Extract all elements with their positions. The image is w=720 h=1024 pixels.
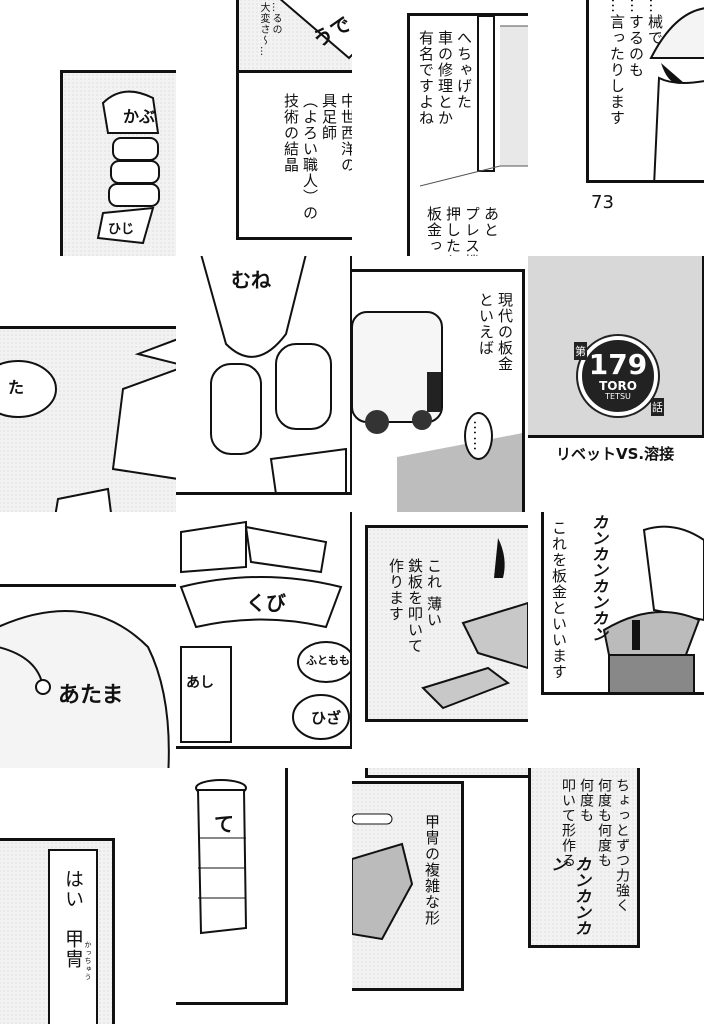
label-kubi: くび xyxy=(246,591,286,615)
tile-hand-armor: て xyxy=(176,768,352,1024)
series-logo-sub: TETSU xyxy=(605,392,631,401)
label-atama: あたま xyxy=(58,683,124,708)
tile-shaping: ちょっとずつ力強く 何度も何度も 何度も 叩いて形作る カンカンカン xyxy=(528,768,704,1024)
label-futomomo: ふともも xyxy=(306,654,350,667)
craftsman-hammering-drawing xyxy=(602,525,704,692)
panel: はい 甲冑 かっちゅう xyxy=(0,838,115,1024)
label-ta: た xyxy=(8,378,25,397)
sound-effect: カンカンカンカン xyxy=(589,514,608,642)
chapter-number: 179 xyxy=(588,348,648,381)
sound-effect: カンカンカン xyxy=(548,856,591,936)
panel: 現代の板金 といえば …… xyxy=(352,269,525,512)
label-kabu: かぶ xyxy=(123,107,156,126)
tile-chest-armor: むね xyxy=(176,256,352,512)
panel: くび ふともも ひざ あし xyxy=(176,512,352,749)
tile-armor-labels: くび ふともも ひざ あし xyxy=(176,512,352,768)
caption-bottom: あと プレス機 押したり 板金って xyxy=(425,206,500,256)
tile-armor-pieces: た xyxy=(0,256,176,512)
label-te: て xyxy=(214,812,234,836)
armor-parts-drawing xyxy=(179,520,350,743)
panel: …るの 大変さ～… うで 中世西洋の 具足師 （よろい職人）の 技術の結晶 xyxy=(236,0,352,240)
chapter-badge: 第 179 TORO TETSU 話 xyxy=(574,336,664,416)
wall-pole-drawing xyxy=(419,16,528,187)
panel: これ 薄い 鉄板を叩いて 作ります xyxy=(365,525,528,722)
caption: 現代の板金 といえば xyxy=(477,292,514,372)
armor-pieces-drawing xyxy=(0,338,176,512)
iron-sheets-drawing xyxy=(421,538,528,710)
label-ashi: あし xyxy=(186,675,214,691)
chapter-suffix: 話 xyxy=(651,398,664,416)
panel: かぶ ひじ xyxy=(60,70,176,256)
chest-armor-drawing xyxy=(200,256,347,492)
tile-car-repair: へちゃげた 車の修理とか 有名ですよね あと プレス機 押したり 板金って xyxy=(352,0,528,256)
chapter-title: リベットVS.溶接 xyxy=(556,445,675,463)
helmet-drawing xyxy=(0,610,170,768)
label-hiza: ひざ xyxy=(311,709,342,727)
caption: これを板金といいます xyxy=(550,520,568,680)
tile-page-73: …械で …するのも …言ったりします 73 xyxy=(528,0,704,256)
caption-box: 中世西洋の 具足師 （よろい職人）の 技術の結晶 xyxy=(239,70,352,237)
label-mune: むね xyxy=(231,268,271,292)
caption: …械で …するのも …言ったりします xyxy=(608,0,664,126)
panel: ちょっとずつ力強く 何度も何度も 何度も 叩いて形作る カンカンカン xyxy=(528,768,640,948)
sound-effect: カカ xyxy=(448,768,478,772)
van-drawing xyxy=(352,311,522,512)
caption-box: はい 甲冑 かっちゅう xyxy=(48,849,98,1024)
tile-complex-shape: カカ 甲冑の複雑な形 xyxy=(352,768,528,1024)
tile-kacchu: はい 甲冑 かっちゅう xyxy=(0,768,176,1024)
character-hat-drawing xyxy=(649,7,704,180)
gauntlet-drawing xyxy=(195,779,248,935)
caption-top: へちゃげた 車の修理とか 有名ですよね xyxy=(417,30,473,126)
caption: はい 甲冑 xyxy=(62,869,84,969)
ruby: かっちゅう xyxy=(84,941,92,981)
caption: これ 薄い 鉄板を叩いて 作ります xyxy=(387,558,443,654)
chapter-prefix: 第 xyxy=(574,342,587,360)
panel: あたま xyxy=(0,584,176,768)
tile-caption-craftsman: …るの 大変さ～… うで 中世西洋の 具足師 （よろい職人）の 技術の結晶 xyxy=(176,0,352,256)
armor-arm-drawing xyxy=(96,90,160,245)
panel: た xyxy=(0,326,176,512)
caption: 中世西洋の 具足師 （よろい職人）の 技術の結晶 xyxy=(282,93,352,221)
metal-plate-drawing xyxy=(352,813,414,941)
label-hiji: ひじ xyxy=(108,222,135,237)
panel: …械で …するのも …言ったりします xyxy=(586,0,704,183)
arm-label-shape xyxy=(279,0,352,60)
hand-note: …るの 大変さ～… xyxy=(258,2,281,57)
caption: 甲冑の複雑な形 xyxy=(423,814,441,926)
tile-thin-iron: これ 薄い 鉄板を叩いて 作ります xyxy=(352,512,528,768)
panel: 甲冑の複雑な形 xyxy=(352,781,464,991)
panel: へちゃげた 車の修理とか 有名ですよね あと プレス機 押したり 板金って xyxy=(407,13,528,256)
tile-chapter-title: 第 179 TORO TETSU 話 リベットVS.溶接 xyxy=(528,256,704,512)
tile-armor-arm: かぶ ひじ xyxy=(0,0,176,256)
panel: むね xyxy=(176,256,352,495)
panel: これを板金といいます カンカンカンカン xyxy=(541,512,704,695)
panel: て xyxy=(176,768,288,1005)
speech-bubble: …… xyxy=(464,412,493,460)
page-number: 73 xyxy=(591,192,614,213)
tile-modern-sheet-metal: 現代の板金 といえば …… xyxy=(352,256,528,512)
tile-hammering: これを板金といいます カンカンカンカン xyxy=(528,512,704,768)
panel-top: カカ xyxy=(365,768,528,778)
caption: ちょっとずつ力強く 何度も何度も 何度も 叩いて形作る xyxy=(560,778,630,913)
tile-helmet: あたま xyxy=(0,512,176,768)
series-logo: TORO xyxy=(599,379,637,393)
